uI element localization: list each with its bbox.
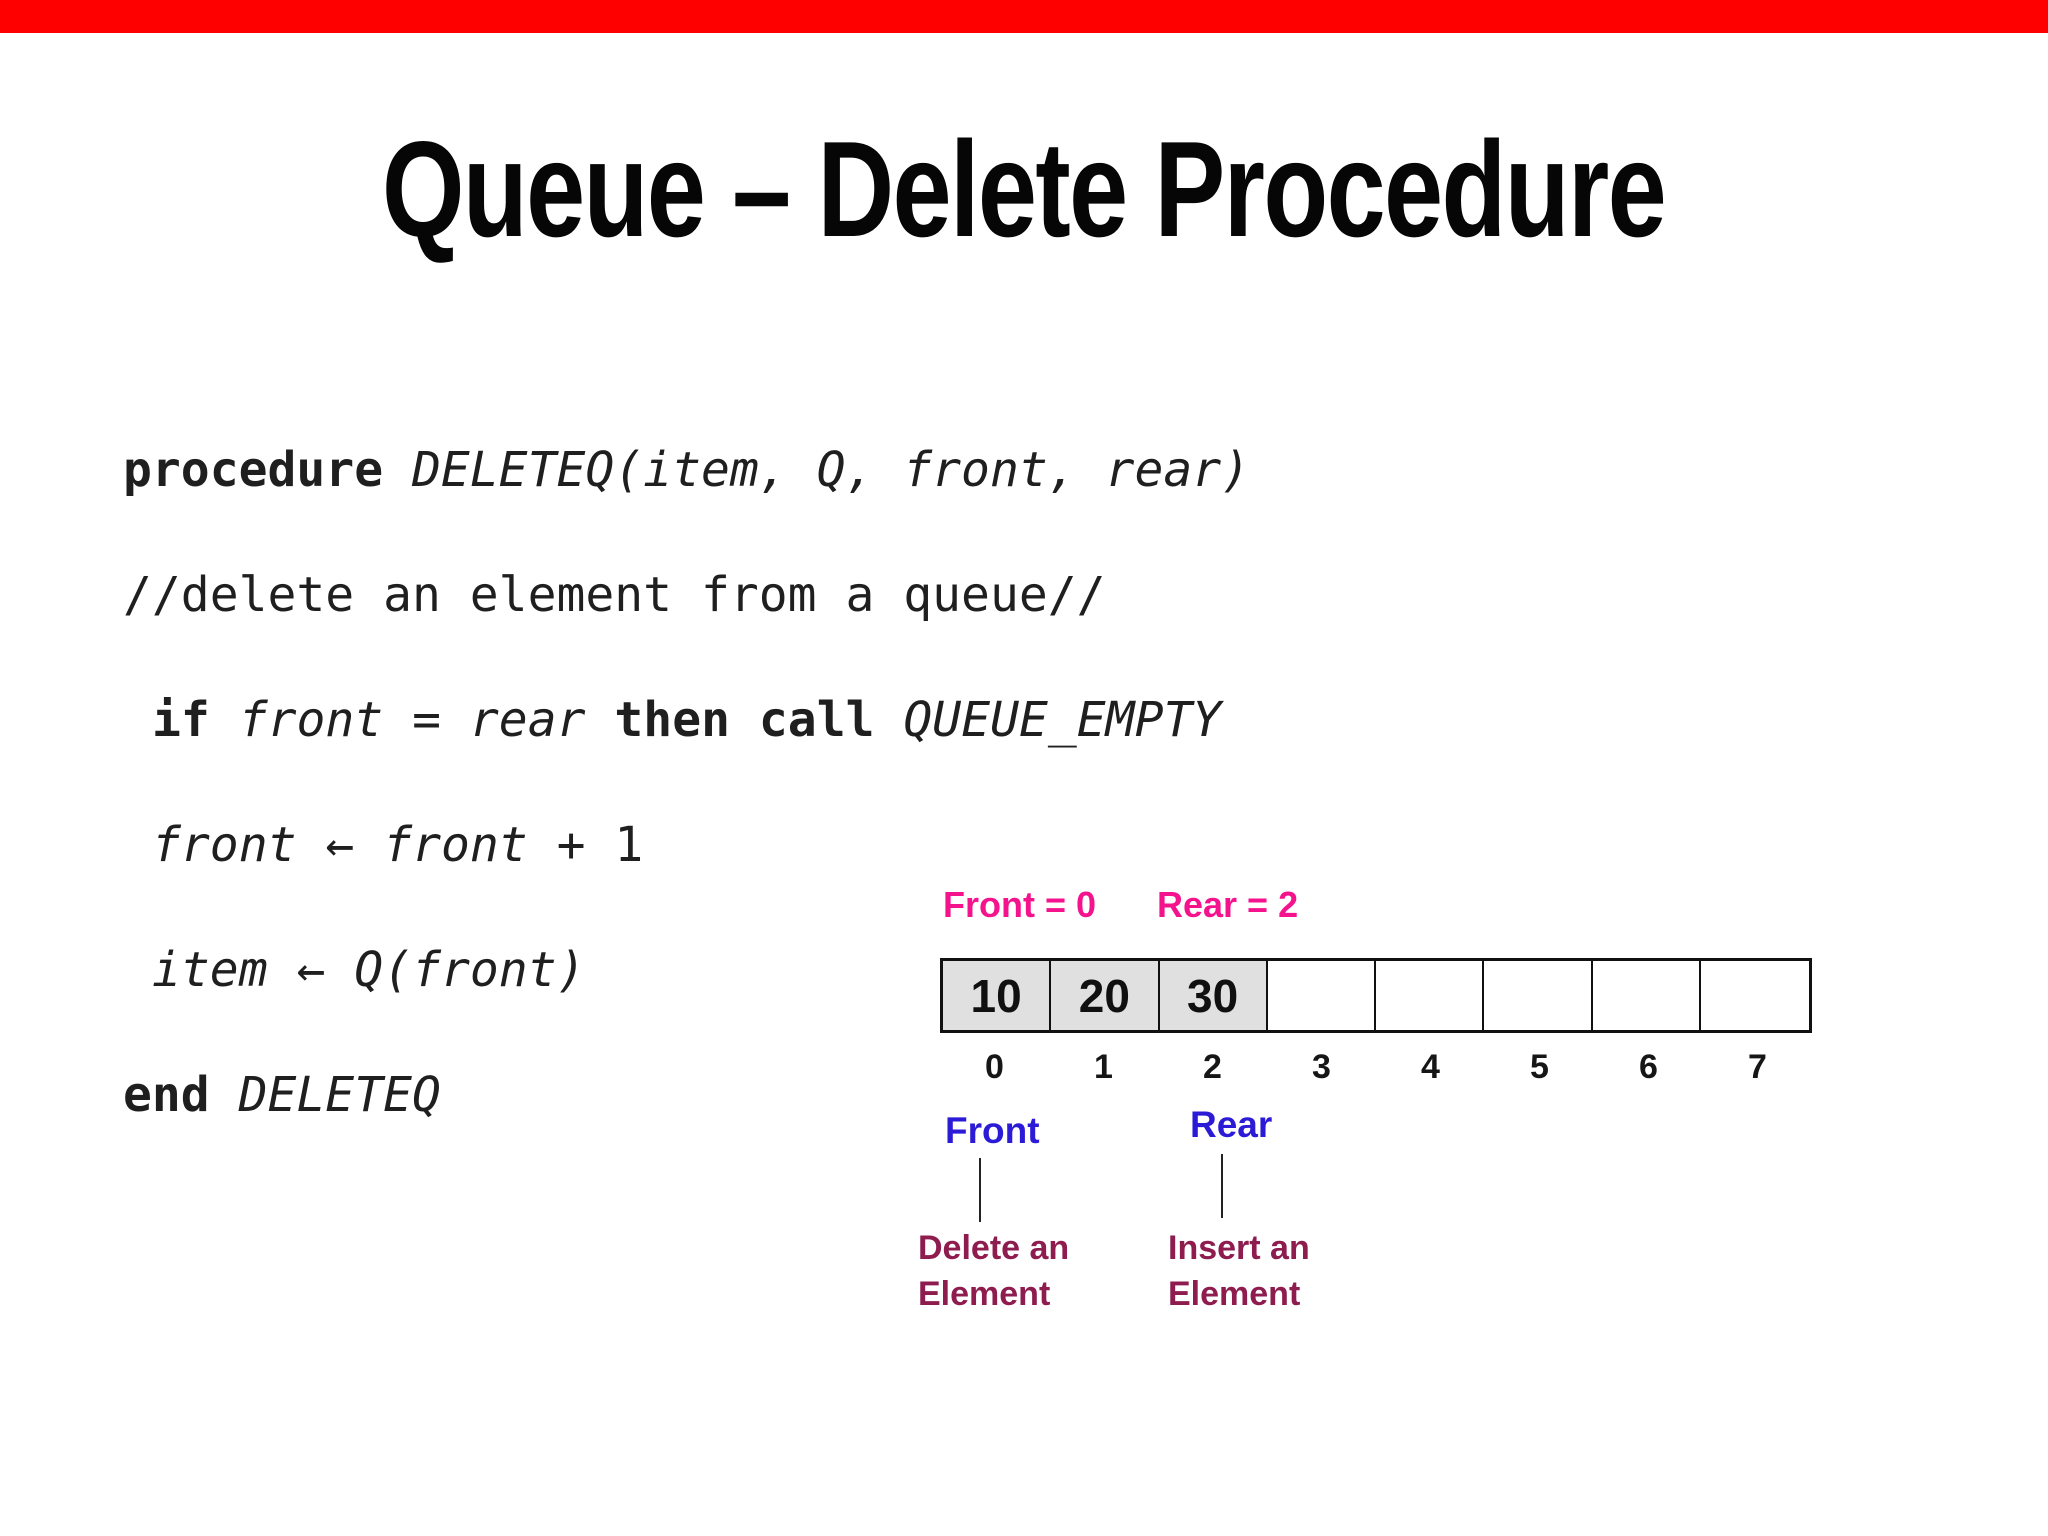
front-pointer-line (979, 1158, 981, 1222)
rear-pointer-line (1221, 1154, 1223, 1218)
delete-caption-line1: Delete an (918, 1229, 1070, 1267)
queue-index-label: 6 (1639, 1048, 1658, 1086)
rear-pointer-label: Rear (1190, 1104, 1273, 1145)
code-segment: //delete an element from a queue// (123, 567, 1106, 623)
code-segment: ← (296, 817, 384, 873)
queue-index-label: 4 (1421, 1048, 1440, 1086)
queue-index-label: 2 (1203, 1048, 1222, 1086)
queue-cell: 20 (1051, 961, 1160, 1030)
insert-caption-line2: Element (1168, 1275, 1301, 1313)
code-line: front ← front + 1 (123, 815, 1250, 940)
delete-caption-line2: Element (918, 1275, 1051, 1313)
page-title: Queue – Delete Procedure (382, 113, 1667, 265)
queue-index-label: 1 (1094, 1048, 1113, 1086)
code-line: //delete an element from a queue// (123, 565, 1250, 690)
rear-value-label: Rear = 2 (1157, 884, 1299, 925)
queue-cell (1592, 961, 1701, 1030)
queue-cell (1267, 961, 1376, 1030)
code-segment: end (123, 1067, 239, 1123)
code-segment: ← (267, 942, 355, 998)
queue-index-label: 0 (985, 1048, 1004, 1086)
insert-element-caption: Insert an Element (1168, 1228, 1310, 1320)
code-segment: procedure (123, 442, 412, 498)
code-line: if front = rear then call QUEUE_EMPTY (123, 690, 1250, 815)
code-segment: front (383, 817, 528, 873)
code-segment: DELETEQ(item, Q, front, rear) (411, 442, 1251, 498)
code-segment: front (152, 817, 297, 873)
queue-cell (1376, 961, 1485, 1030)
queue-index-label: 5 (1530, 1048, 1549, 1086)
code-line: end DELETEQ (123, 1065, 1250, 1190)
code-segment: front (238, 692, 384, 748)
code-segment: if (152, 692, 239, 748)
code-segment: + 1 (527, 817, 644, 873)
code-segment: rear (469, 692, 586, 748)
code-block: procedure DELETEQ(item, Q, front, rear)/… (123, 440, 1250, 1190)
code-segment: Q(front) (354, 942, 586, 998)
code-segment: then call (585, 692, 904, 748)
insert-caption-line1: Insert an (1168, 1229, 1310, 1267)
queue-cell: 10 (943, 961, 1052, 1030)
code-segment: item (152, 942, 268, 998)
queue-cell (1484, 961, 1593, 1030)
slide-title-row: Queue – Delete Procedure (0, 118, 2048, 261)
code-segment: = (383, 692, 470, 748)
front-value-label: Front = 0 (943, 884, 1097, 925)
queue-cell (1700, 961, 1809, 1030)
code-line: procedure DELETEQ(item, Q, front, rear) (123, 440, 1250, 565)
queue-index-label: 3 (1312, 1048, 1331, 1086)
queue-cell: 30 (1159, 961, 1268, 1030)
front-pointer-label: Front (945, 1110, 1040, 1151)
code-segment: QUEUE_EMPTY (903, 692, 1222, 748)
queue-index-row: 0 1 2 3 4 5 6 7 (940, 1048, 1812, 1087)
video-progress-bar (0, 0, 2048, 33)
code-line: item ← Q(front) (123, 940, 1250, 1065)
delete-element-caption: Delete an Element (918, 1228, 1069, 1320)
code-segment: DELETEQ (238, 1067, 441, 1123)
queue-index-label: 7 (1748, 1048, 1767, 1086)
